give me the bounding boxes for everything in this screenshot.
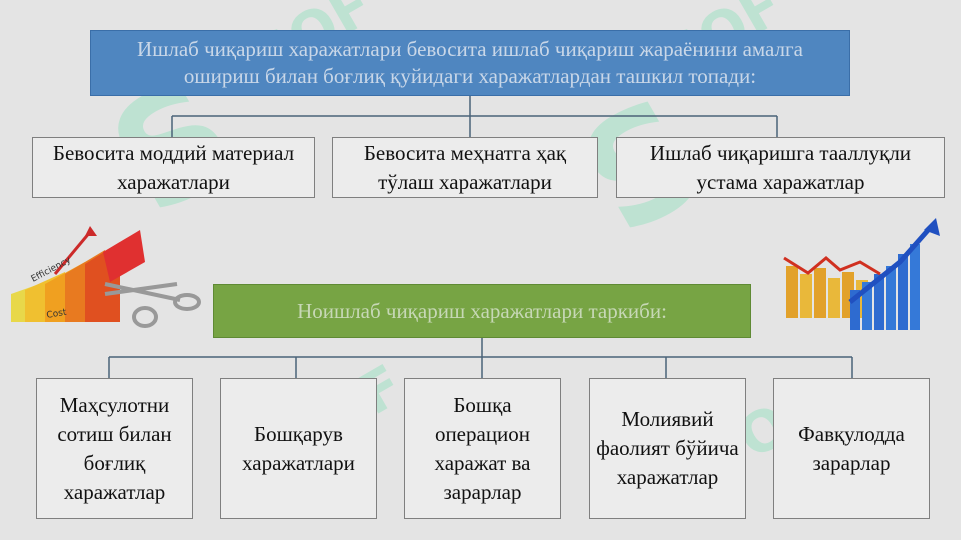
non-production-costs-title: Ноишлаб чиқариш харажатлари таркиби:: [213, 284, 751, 338]
direct-material-costs-box: Бевосита моддий материал харажатлари: [32, 137, 315, 198]
other-operating-costs-box: Бошқа операцион харажат ва зарарлар: [404, 378, 561, 519]
selling-costs-box: Маҳсулотни сотиш билан боғлиқ харажатлар: [36, 378, 193, 519]
cost-cutting-chart-icon: Efficiency Cost: [11, 226, 201, 328]
financial-activity-costs-box: Молиявий фаолият бўйича харажатлар: [589, 378, 746, 519]
extraordinary-losses-box: Фавқулодда зарарлар: [773, 378, 930, 519]
growth-chart-icon: [783, 218, 940, 330]
administrative-costs-box: Бошқарув харажатлари: [220, 378, 377, 519]
overhead-costs-box: Ишлаб чиқаришга тааллуқли устама харажат…: [616, 137, 945, 198]
cost-label: Cost: [46, 308, 68, 321]
direct-costs-title: Ишлаб чиқариш харажатлари бевосита ишлаб…: [90, 30, 850, 96]
direct-labor-costs-box: Бевосита меҳнатга ҳақ тўлаш харажатлари: [332, 137, 598, 198]
